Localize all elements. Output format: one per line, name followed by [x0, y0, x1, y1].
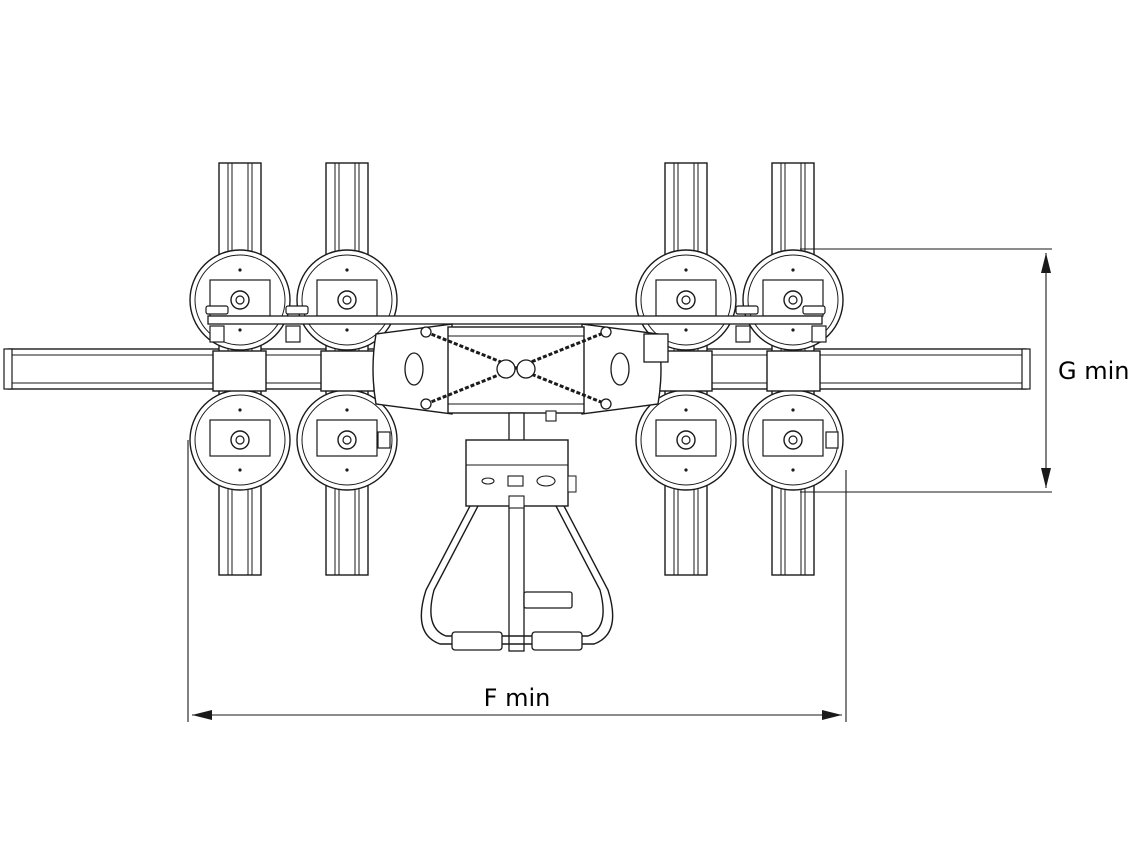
lifting-chains: [425, 330, 607, 406]
cross-bar: [207, 315, 823, 325]
suction-cup-top-1: [189, 249, 291, 351]
dimension-f: [187, 440, 847, 722]
control-box: [465, 439, 577, 509]
central-lifting-body: [372, 323, 669, 415]
dimension-g: [800, 248, 1052, 493]
beam-clamps: [212, 350, 821, 392]
dimension-f-label: F min: [484, 684, 551, 712]
suction-cup-top-4: [742, 249, 844, 351]
dimension-g-label: G min: [1058, 357, 1129, 385]
adjustment-knobs: [205, 305, 839, 449]
chain-pulleys: [420, 326, 612, 410]
handle-grips: [451, 591, 583, 651]
suction-cup-bottom-1: [189, 389, 291, 491]
operator-handle: [420, 505, 614, 645]
